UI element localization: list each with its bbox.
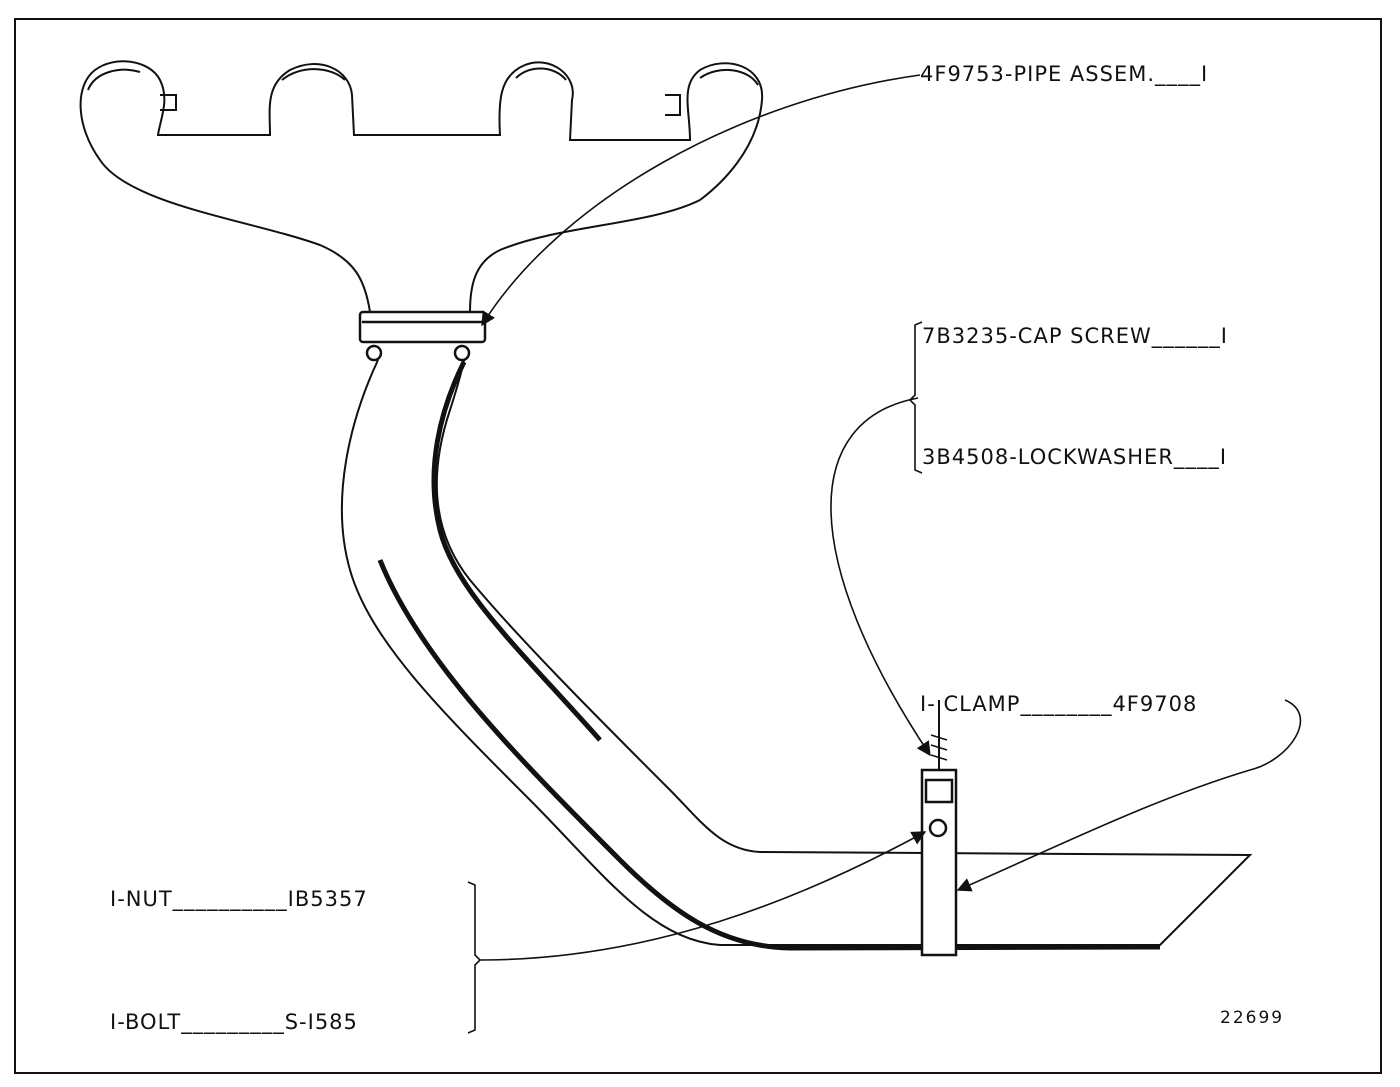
- exhaust-pipe: [340, 359, 1253, 951]
- diagram-frame: [14, 18, 1382, 1074]
- pipe-clamp: [920, 700, 958, 957]
- leader-lines: [479, 74, 1302, 961]
- pipe-flange: [358, 310, 487, 362]
- label-clamp: I- CLAMP________4F9708: [920, 692, 1198, 716]
- label-pipe-assembly: 4F9753-PIPE ASSEM.____I: [920, 62, 1209, 86]
- label-lockwasher: 3B4508-LOCKWASHER____I: [922, 445, 1228, 469]
- figure-number: 22699: [1220, 1008, 1285, 1028]
- braces: [467, 321, 923, 1034]
- label-bolt: I-BOLT_________S-I585: [110, 1010, 358, 1034]
- label-cap-screw: 7B3235-CAP SCREW______I: [922, 324, 1228, 348]
- label-nut: I-NUT__________IB5357: [110, 887, 368, 911]
- manifold: [79, 60, 764, 313]
